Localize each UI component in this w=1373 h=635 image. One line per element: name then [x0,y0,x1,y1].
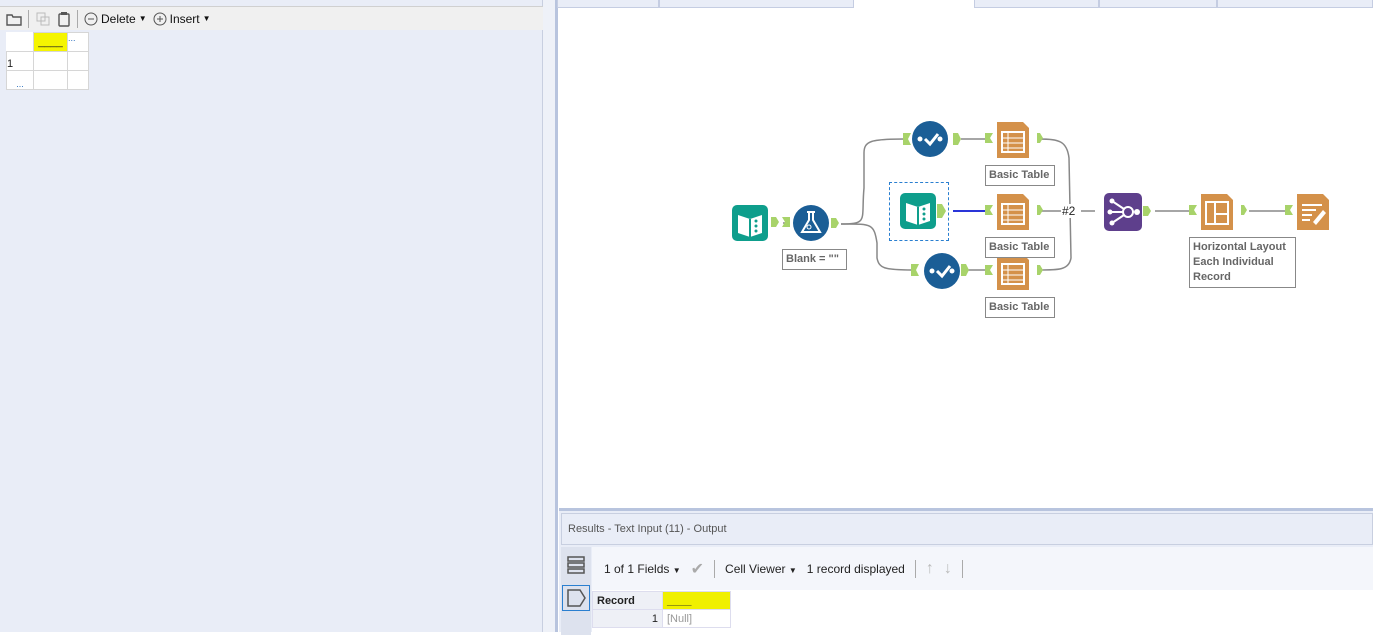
column-header-field[interactable]: ____ [662,591,731,610]
column-header[interactable]: ____ [33,32,68,52]
check-icon[interactable]: ✔ [690,560,705,578]
add-row-button[interactable]: ... [6,70,34,90]
selected-text-input-tool[interactable] [889,182,949,241]
union-connection-order: #2 [1062,204,1076,218]
cell[interactable] [67,51,89,71]
basic-table-annotation: Basic Table [985,237,1055,258]
text-input-tool[interactable] [732,205,768,244]
results-title: Results - Text Input (11) - Output [561,513,1373,545]
divider [28,9,29,28]
check-tool-top[interactable] [911,120,949,161]
column-more-button[interactable]: ... [67,32,89,52]
tab[interactable] [557,0,659,8]
results-toolbar: 1 of 1 Fields ▼ ✔ Cell Viewer ▼ 1 record… [592,547,1373,590]
cell[interactable] [67,70,89,90]
tab[interactable] [1099,0,1217,8]
record-number: 1 [592,609,663,628]
render-tool[interactable] [1285,192,1335,235]
results-table: Record____ 1[Null] [592,591,731,628]
delete-label: Delete [101,11,136,26]
arrow-down-icon[interactable]: ↓ [943,559,952,577]
cell-value[interactable]: [Null] [662,609,731,628]
text-input-grid: ____... 1 ... [6,32,89,90]
minus-circle-icon [84,12,98,25]
plus-circle-icon [153,12,167,25]
filter-anchor[interactable] [911,262,971,281]
output-anchor[interactable] [831,217,841,232]
configuration-panel: Delete▼ Insert▼ ____... 1 ... [0,0,543,632]
basic-table-annotation: Basic Table [985,297,1055,318]
arrow-up-icon[interactable]: ↑ [925,559,934,577]
results-sidebar [561,547,591,635]
insert-button[interactable]: Insert▼ [153,12,211,26]
output-anchor[interactable] [1143,205,1153,220]
cell-viewer-dropdown[interactable]: Cell Viewer ▼ [725,561,797,576]
chevron-down-icon: ▼ [138,14,147,23]
tab-strip [557,0,1373,8]
panel-splitter[interactable] [543,0,558,632]
row-number: 1 [6,51,34,71]
union-tool[interactable] [1104,193,1142,234]
basic-table-tool[interactable] [985,252,1045,295]
results-grid-area: 1 of 1 Fields ▼ ✔ Cell Viewer ▼ 1 record… [592,547,1373,635]
chevron-down-icon: ▼ [202,14,211,23]
fields-dropdown[interactable]: 1 of 1 Fields ▼ [604,561,681,576]
filter-anchor[interactable] [903,131,963,150]
results-panel: Results - Text Input (11) - Output 1 of … [559,508,1373,635]
output-anchor[interactable] [771,216,791,231]
column-header-record: Record [592,591,663,610]
tab[interactable] [974,0,1099,8]
table-view-icon[interactable] [567,555,585,578]
text-input-toolbar: Delete▼ Insert▼ [0,6,543,30]
basic-table-annotation: Basic Table [985,165,1055,186]
tab[interactable] [659,0,854,8]
cell[interactable] [33,51,68,71]
cell[interactable] [33,70,68,90]
layout-tool[interactable] [1189,192,1249,235]
metadata-view-icon[interactable] [562,585,590,611]
basic-table-tool[interactable] [985,120,1045,163]
insert-label: Insert [169,11,200,26]
paste-icon[interactable] [57,11,71,27]
delete-button[interactable]: Delete▼ [84,12,147,26]
copy-icon[interactable] [35,11,51,27]
workflow-canvas[interactable]: Blank = "" Basic Table Basic Table Basic… [559,8,1373,506]
formula-tool[interactable] [792,204,830,245]
formula-annotation: Blank = "" [782,249,847,270]
layout-annotation: Horizontal Layout Each Individual Record [1189,237,1296,288]
check-tool-bottom[interactable] [923,252,961,293]
basic-table-tool[interactable] [985,192,1045,235]
record-count: 1 record displayed [806,561,905,576]
tab[interactable] [1217,0,1373,8]
divider [77,9,78,28]
table-row: 1[Null] [592,609,731,628]
open-folder-icon[interactable] [6,12,22,26]
